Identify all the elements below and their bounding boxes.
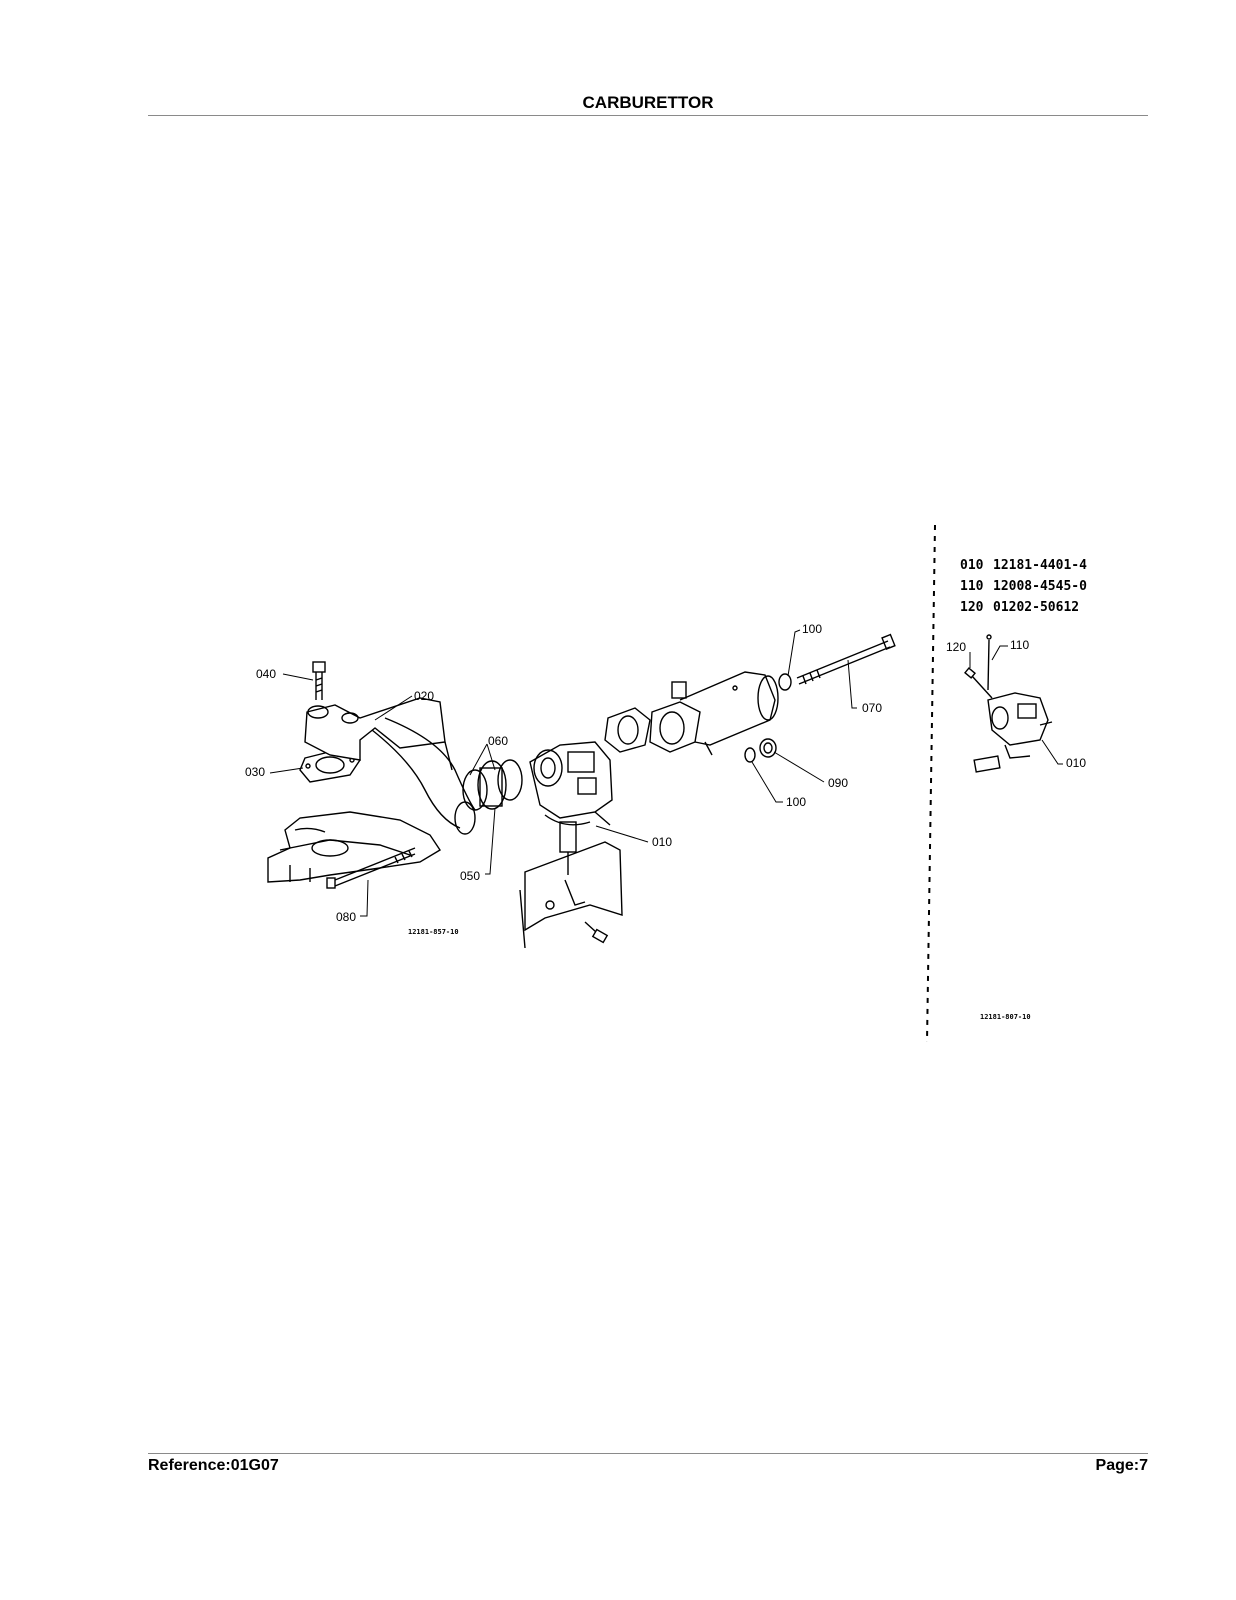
- inset-screw-120: [964, 667, 993, 699]
- callout-070: 070: [862, 701, 882, 715]
- inset-part-number-1: 12181-4401-4: [993, 558, 1087, 573]
- inset-part-number-3: 01202-50612: [993, 600, 1079, 615]
- bracket-plate: [519, 841, 623, 949]
- inset-divider: [926, 524, 936, 1043]
- inset-part-ref-1: 010: [960, 558, 984, 573]
- engine-head-block: [267, 811, 441, 883]
- callout-030: 030: [245, 765, 265, 779]
- inset-figure-code: 12181-807-10: [980, 1013, 1031, 1021]
- callout-100-bottom: 100: [786, 795, 806, 809]
- long-bolt-080: [326, 847, 416, 889]
- main-figure-code: 12181-857-10: [408, 928, 459, 936]
- inset-part-number-2: 12008-4545-0: [993, 579, 1087, 594]
- gasket-flange: [604, 707, 651, 753]
- washer-100-bottom: [744, 747, 756, 763]
- callout-050: 050: [460, 869, 480, 883]
- inset-part-ref-3: 120: [960, 600, 984, 615]
- inset-callout-120: 120: [946, 640, 966, 654]
- leader-lines: [269, 629, 857, 917]
- footer-page-number: Page:7: [1095, 1457, 1148, 1474]
- bolt-040: [312, 661, 326, 700]
- footer-reference: Reference:01G07: [148, 1457, 279, 1474]
- callout-060: 060: [488, 734, 508, 748]
- inset-callout-110: 110: [1010, 638, 1029, 652]
- inset-part-ref-2: 110: [960, 579, 984, 594]
- intake-manifold-020: [304, 697, 476, 835]
- callout-040: 040: [256, 667, 276, 681]
- inset-leader-110: [991, 645, 1008, 661]
- page-title: CARBURETTOR: [582, 93, 714, 112]
- callout-080: 080: [336, 910, 356, 924]
- washer-100-top: [778, 673, 792, 691]
- callout-100-top: 100: [802, 622, 822, 636]
- callout-020: 020: [414, 689, 434, 703]
- carburettor-010: [529, 741, 613, 875]
- footer-divider: [148, 1453, 1148, 1454]
- callout-090: 090: [828, 776, 848, 790]
- callout-010: 010: [652, 835, 672, 849]
- inset-carburettor-010: [973, 692, 1053, 773]
- inset-leader-010: [1041, 739, 1063, 765]
- nut-090: [759, 738, 777, 758]
- inset-callout-010: 010: [1066, 756, 1086, 770]
- insulator-050-060: [462, 759, 523, 811]
- air-intake-elbow: [649, 671, 779, 756]
- header-divider: [148, 115, 1148, 116]
- inset-pin-110: [986, 634, 992, 691]
- stud-bolt-070: [796, 633, 896, 685]
